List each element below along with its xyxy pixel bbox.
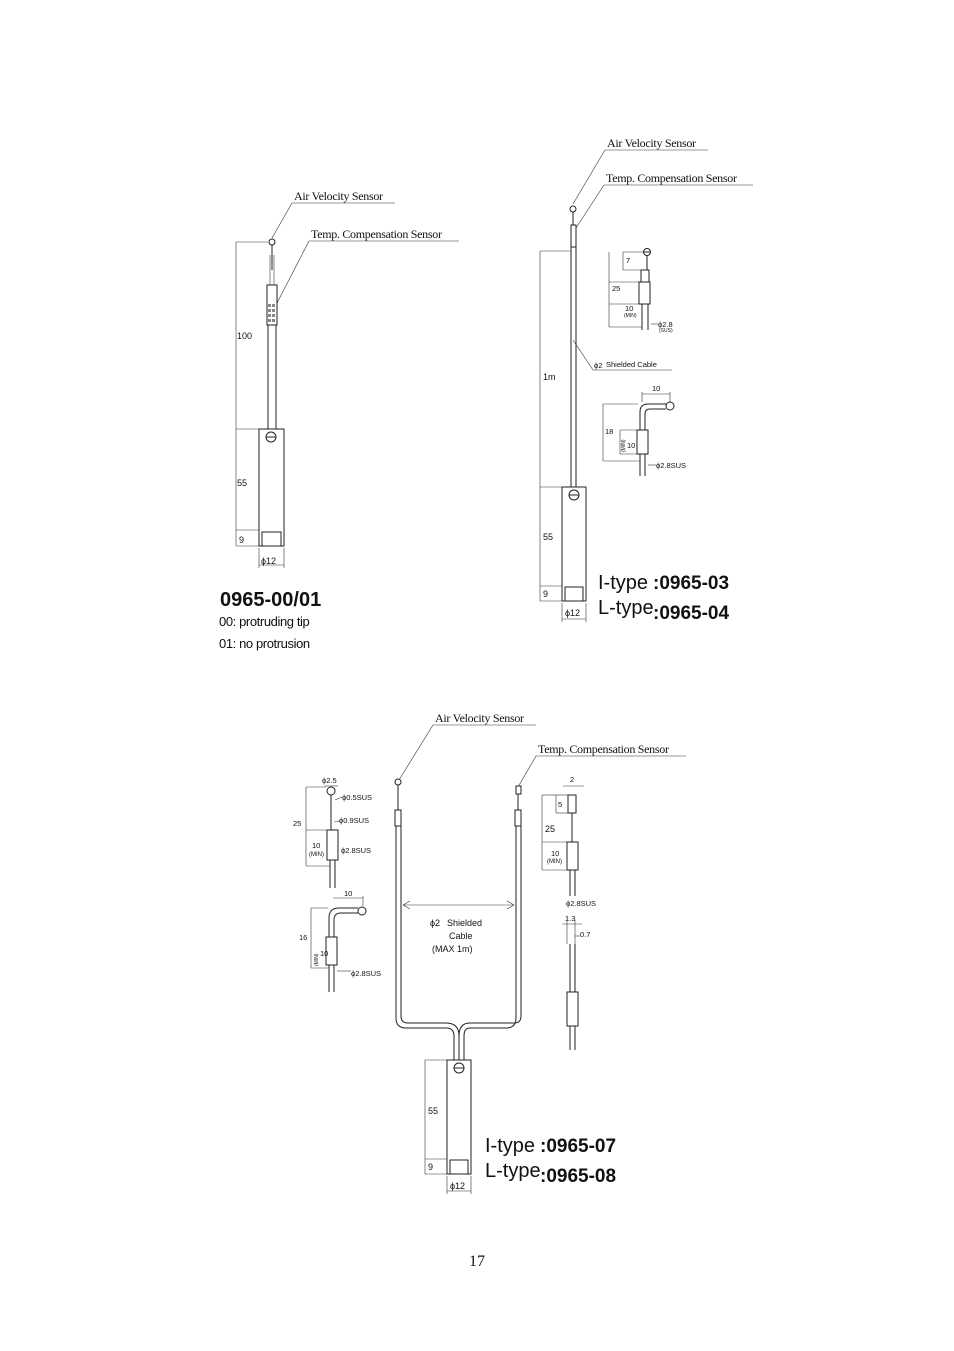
probe-c-air-velocity-label: Air Velocity Sensor [435, 711, 524, 725]
probe-c-detail-left-l: 10 16 10 (MIN) ϕ2.8SUS [299, 889, 381, 992]
probe-a-drawing: Air Velocity Sensor Temp. Compensation S… [219, 189, 459, 651]
probe-b-handle [561, 486, 587, 602]
probe-c-drawing: Air Velocity Sensor Temp. Compensation S… [293, 711, 686, 1194]
probe-a-note-01: 01: no protrusion [219, 636, 310, 651]
probe-a-dim-55: 55 [237, 478, 247, 488]
probe-b-dim-1m: 1m [543, 372, 556, 382]
probe-a-air-velocity-label: Air Velocity Sensor [294, 189, 383, 203]
probe-b-i-type-model: :0965-03 [653, 573, 729, 594]
probe-b-detail-i: 7 25 10 (MIN) ϕ2.8 (SUS) [608, 248, 673, 334]
probe-a-model: 0965-00/01 [220, 589, 321, 611]
cl-dim-25: 25 [293, 819, 301, 828]
detail-i-dia: ϕ2.8 [658, 320, 673, 329]
detail-i-dim-25: 25 [612, 284, 620, 293]
cl-dim-28: ϕ2.8SUS [341, 846, 371, 855]
cl-dia-25: ϕ2.5 [322, 776, 337, 785]
probe-b-dim-dia: ϕ12 [565, 608, 580, 618]
probe-c-detail-right: 2 5 25 10 (MIN) ϕ2.8SUS 1.3 0.7 [541, 775, 596, 1050]
probe-c-i-type-model: :0965-07 [540, 1136, 616, 1157]
detail-i-min: (MIN) [624, 313, 637, 319]
probe-b-air-velocity-label: Air Velocity Sensor [607, 136, 696, 150]
probe-c-detail-left-i: ϕ2.5 ϕ0.5SUS ϕ0.9SUS 25 10 (MIN) ϕ2.8SUS [293, 776, 372, 888]
probe-b-l-type-label: L-type [598, 597, 654, 619]
probe-b-drawing: Air Velocity Sensor Temp. Compensation S… [539, 136, 753, 624]
cl-min: (MIN) [309, 852, 324, 858]
cr-dim-13: 1.3 [565, 914, 575, 923]
probe-c-handle [446, 1059, 472, 1175]
probe-c-dim-55: 55 [428, 1106, 438, 1116]
detail-i-dim-10: 10 [625, 304, 633, 313]
cr-min: (MIN) [547, 859, 562, 865]
cl-l-min: (MIN) [314, 953, 320, 966]
cl-l-dim-10: 10 [344, 889, 352, 898]
probe-c-cable-max: (MAX 1m) [432, 944, 473, 954]
probe-a-dim-dia: ϕ12 [261, 556, 276, 566]
probe-a-dim-9: 9 [239, 535, 244, 545]
cl-dim-10: 10 [312, 841, 320, 850]
probe-b-cable-phi: ϕ2 [594, 361, 602, 370]
detail-l-dim-10b: 10 [627, 441, 635, 450]
cl-l-dim-16: 16 [299, 933, 307, 942]
probe-a-note-00: 00: protruding tip [219, 614, 310, 629]
probe-b-l-type-model: :0965-04 [653, 603, 729, 624]
detail-l-dia: ϕ2.8SUS [656, 461, 686, 470]
detail-l-dim-18: 18 [605, 427, 613, 436]
probe-c-l-type-label: L-type [485, 1160, 541, 1182]
probe-b-i-type-label: I-type [598, 572, 648, 594]
probe-c-cable-label-2: Cable [449, 931, 473, 941]
probe-b-dim-55: 55 [543, 532, 553, 542]
cr-dim-10: 10 [551, 849, 559, 858]
probe-c-cable-label-1: Shielded [447, 918, 482, 928]
probe-c-l-type-model: :0965-08 [540, 1166, 616, 1187]
probe-b-temp-comp-label: Temp. Compensation Sensor [606, 171, 737, 185]
cr-dim-07: 0.7 [580, 930, 590, 939]
probe-c-i-type-label: I-type [485, 1135, 535, 1157]
cl-l-dim-28: ϕ2.8SUS [351, 969, 381, 978]
cr-dim-25: 25 [545, 824, 555, 834]
probe-a-handle [258, 428, 285, 547]
probe-c-temp-comp-label: Temp. Compensation Sensor [538, 742, 669, 756]
probe-b-cable [570, 246, 577, 488]
detail-l-dim-10: 10 [652, 384, 660, 393]
cl-dim-09: ϕ0.9SUS [339, 816, 369, 825]
detail-i-sus: (SUS) [659, 328, 673, 334]
probe-a-dim-100: 100 [237, 331, 252, 341]
cr-dim-5: 5 [558, 800, 562, 809]
cr-dim-28: ϕ2.8SUS [566, 899, 596, 908]
probe-b-dim-9: 9 [543, 589, 548, 599]
detail-i-dim-7: 7 [626, 256, 630, 265]
probe-c-dim-dia: ϕ12 [450, 1181, 465, 1191]
cr-dim-2: 2 [570, 775, 574, 784]
cl-l-dim-10b: 10 [320, 949, 328, 958]
cl-dim-05: ϕ0.5SUS [342, 793, 372, 802]
probe-c-dim-9: 9 [428, 1162, 433, 1172]
probe-b-detail-l: 10 18 10 (MIN) ϕ2.8SUS [602, 384, 686, 476]
probe-c-cable-phi: ϕ2 [430, 918, 440, 928]
page-number: 17 [469, 1253, 485, 1270]
detail-l-min: (MIN) [621, 439, 627, 452]
probe-a-temp-comp-label: Temp. Compensation Sensor [311, 227, 442, 241]
probe-b-cable-label: Shielded Cable [606, 360, 657, 369]
